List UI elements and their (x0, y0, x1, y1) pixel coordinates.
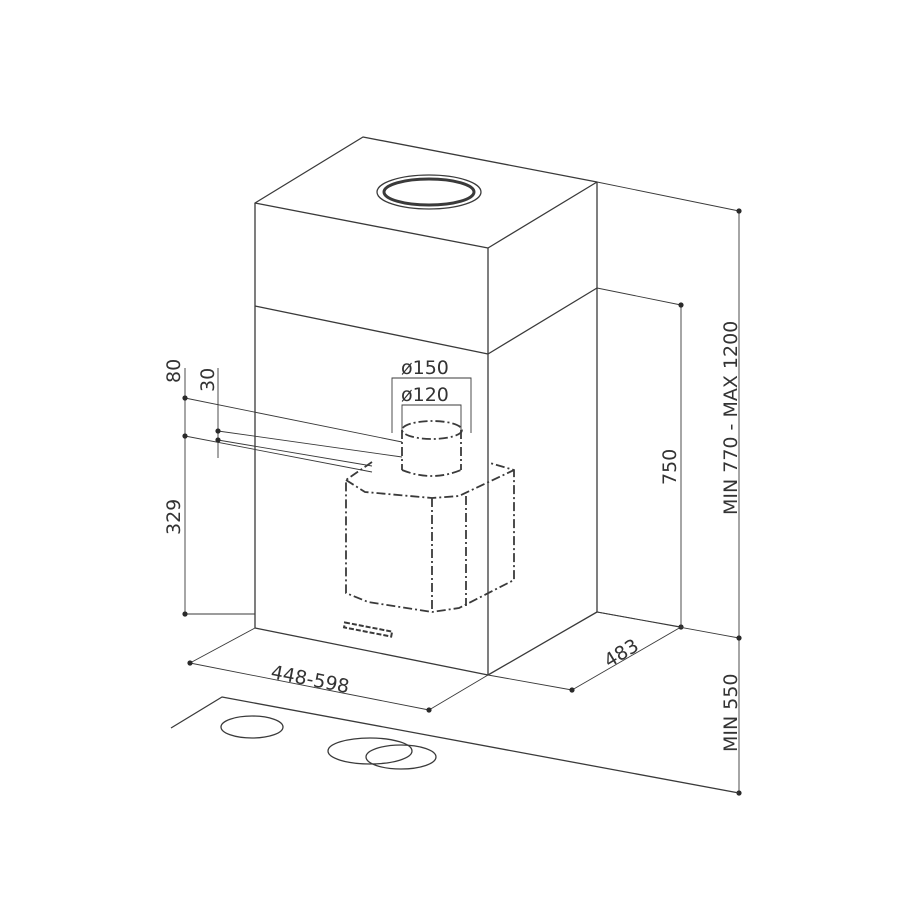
chimney-outlet-outer (376, 174, 482, 210)
label-dim-30: 30 (197, 368, 219, 392)
chimney-box (254, 136, 598, 354)
cooktop (170, 696, 740, 794)
ext-line-80-top (184, 397, 403, 443)
hood-body (254, 287, 598, 676)
label-duct-outer: ø150 (401, 357, 449, 379)
ext-line-329-top (184, 435, 373, 473)
motor-housing-outline (345, 461, 515, 613)
total-height-dimension: MIN 770 - MAX 1200 MIN 550 (596, 181, 742, 796)
burner-middle (327, 737, 413, 765)
motor-housing-ribs (431, 496, 467, 612)
label-dim-329: 329 (163, 499, 185, 535)
ext-line-total-bottom (596, 611, 740, 639)
chimney-outlet-inner (382, 177, 476, 207)
motor-duct-top (401, 420, 463, 440)
hood-bottom-edge (254, 611, 598, 676)
cooktop-edge (170, 696, 740, 794)
motor-housing-top (345, 469, 515, 499)
motor-duct-bottom (401, 469, 462, 477)
dim-dot (187, 660, 193, 666)
ext-line-depth-front (487, 674, 573, 691)
dim-dot (182, 611, 188, 617)
chimney-top-face (254, 136, 598, 249)
label-dim-80: 80 (163, 359, 185, 383)
internal-motor-hidden-lines (345, 420, 515, 613)
burner-right (365, 744, 437, 770)
dim-line-depth (571, 626, 682, 691)
dim-line-duct-outer (391, 377, 472, 433)
label-dim-width: 448-598 (269, 661, 351, 698)
left-dimensions: 80 30 329 (163, 359, 403, 617)
ext-line-total-top (596, 181, 740, 212)
burner-left (220, 715, 284, 739)
label-dim-depth: 483 (600, 635, 642, 673)
dim-dot (215, 437, 221, 443)
motor-duct-sides (401, 430, 462, 470)
dim-dot (182, 395, 188, 401)
dim-line-width (189, 662, 430, 711)
label-duct-inner: ø120 (401, 384, 449, 406)
width-dimension: 448-598 (187, 627, 489, 713)
label-dim-750: 750 (659, 449, 681, 485)
height-750-dimension: 750 (596, 287, 684, 627)
dim-dot (215, 428, 221, 434)
label-dim-total: MIN 770 - MAX 1200 (720, 321, 742, 515)
label-dim-clearance: MIN 550 (720, 673, 742, 752)
hood-top-joint (254, 287, 598, 355)
dim-dot (678, 302, 684, 308)
ext-line-width-right (428, 674, 489, 711)
ext-line-30-top (217, 430, 403, 458)
ext-line-750-top (596, 287, 682, 306)
dim-line-duct-inner (401, 404, 462, 433)
dim-dot (736, 208, 742, 214)
depth-dimension: 483 (487, 611, 684, 693)
ext-line-width-left (189, 627, 256, 664)
dim-dot (736, 635, 742, 641)
ext-line-30-bottom (217, 439, 373, 467)
control-panel (342, 621, 394, 638)
dim-dot (569, 687, 575, 693)
dim-dot (182, 433, 188, 439)
dim-dot (426, 707, 432, 713)
duct-dimensions: ø150 ø120 (391, 357, 472, 433)
